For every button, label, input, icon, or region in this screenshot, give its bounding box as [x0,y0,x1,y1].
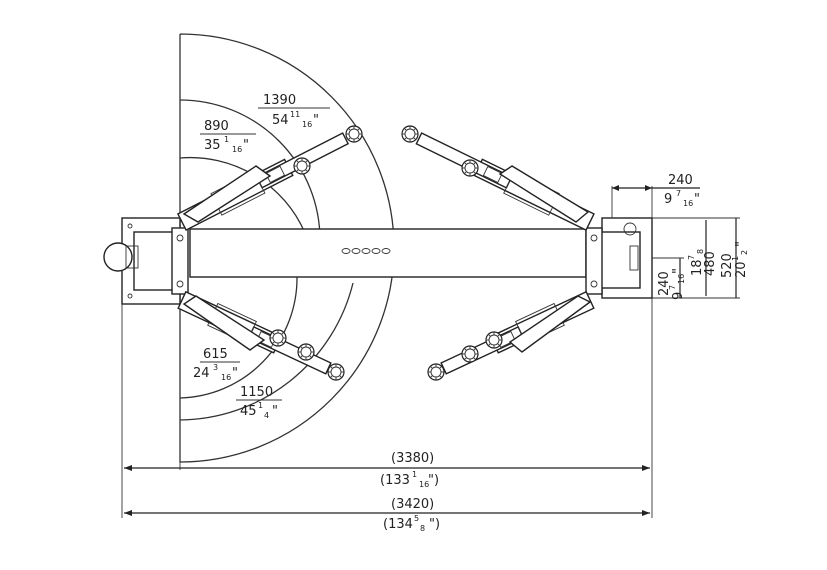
svg-text:": " [272,404,278,419]
left-carriage [171,227,189,295]
dim-label-1390: 1390 54 11 16 " [263,93,319,129]
svg-text:16: 16 [683,199,693,208]
arm-front-left-pad-1 [293,157,311,175]
dim-label-890: 890 35 1 16 " [204,119,249,154]
svg-text:1: 1 [258,401,263,410]
dim-label-1150: 1150 45 1 4 " [240,385,278,420]
dim-1390-mm: 1390 [263,93,296,108]
svg-text:(133: (133 [380,473,410,488]
svg-text:9: 9 [664,192,672,207]
motor-icon [103,242,133,272]
guard-rear-left [182,295,266,351]
svg-text:18: 18 [690,259,705,276]
dim-label-615: 615 24 3 16 " [193,347,238,382]
svg-text:"): ") [428,473,439,488]
svg-text:7: 7 [668,285,677,290]
arc-1150-lower [179,282,354,421]
svg-text:20: 20 [734,261,749,278]
dim-890-inch: 35 [204,138,221,153]
svg-text:1: 1 [412,470,417,479]
dim-480-mm: 480 [703,251,718,276]
svg-text:1: 1 [224,135,229,144]
svg-text:(134: (134 [383,517,413,532]
dim-615-mm: 615 [203,347,228,362]
svg-text:": " [694,192,700,207]
dim-label-520: 520 20 1 2 " [720,241,749,278]
dim-615-inch: 24 [193,366,210,381]
arm-front-right-pad-1 [461,159,479,177]
svg-text:1: 1 [731,256,740,261]
arm-rear-left-pad-2 [269,329,287,347]
svg-text:": " [671,268,686,274]
guard-rear-right [508,295,592,353]
dim-520-mm: 520 [720,253,735,278]
dim-1150-inch: 45 [240,404,257,419]
svg-text:2: 2 [740,250,749,255]
svg-text:16: 16 [232,145,242,154]
svg-text:16: 16 [677,274,686,284]
arm-rear-left-pad-0 [327,363,345,381]
dim-label-3380: (3380) (133 1 16 ") [380,451,439,489]
arm-rear-left-pad-1 [297,343,315,361]
svg-text:16: 16 [419,480,429,489]
arm-rear-right-pad-2 [485,331,503,349]
lift-arms [176,125,595,381]
arm-front-right-pad-0 [401,125,419,143]
guard-front-right [498,165,590,223]
svg-text:": " [313,113,319,128]
svg-text:": " [232,366,238,381]
arm-front-left-pad-0 [345,125,363,143]
svg-text:8: 8 [696,249,705,254]
dim-890-mm: 890 [204,119,229,134]
dim-240-top-mm: 240 [668,173,693,188]
dim-label-3420: (3420) (134 5 8 ") [383,497,440,533]
svg-text:3: 3 [213,363,218,372]
svg-text:5: 5 [414,514,419,523]
dim-label-240-side: 240 9 7 16 " [657,268,686,300]
arc-890-upper [179,99,321,241]
dim-1150-mm: 1150 [240,385,273,400]
left-post [103,217,189,305]
dimension-lines [121,107,740,518]
dim-1390-inch: 54 [272,113,289,128]
hose-reel-icon [623,222,637,236]
svg-text:": " [243,138,249,153]
dim-3380-mm: (3380) [391,451,434,466]
dim-3420-mm: (3420) [391,497,434,512]
right-post-column [599,231,641,289]
arm-rear-right-pad-1 [461,345,479,363]
svg-text:4: 4 [264,411,269,420]
svg-text:11: 11 [290,110,300,119]
svg-text:16: 16 [302,120,312,129]
svg-text:240: 240 [657,271,672,296]
arm-rear-right-pad-0 [427,363,445,381]
crossbar-indicator-lights [341,248,391,254]
right-post [585,217,653,299]
left-post-column [133,231,175,291]
arc-615-lower [179,276,298,399]
dim-label-480: 18 7 8 480 [687,249,718,276]
svg-text:7: 7 [687,255,696,260]
svg-text:"): ") [429,517,440,532]
svg-text:7: 7 [676,189,681,198]
right-carriage [585,227,603,295]
guard-front-left [182,165,272,223]
svg-text:9: 9 [671,292,686,300]
dim-label-240-top: 240 9 7 16 " [664,173,700,208]
svg-text:": " [734,241,749,247]
svg-text:8: 8 [420,524,425,533]
svg-text:16: 16 [221,373,231,382]
